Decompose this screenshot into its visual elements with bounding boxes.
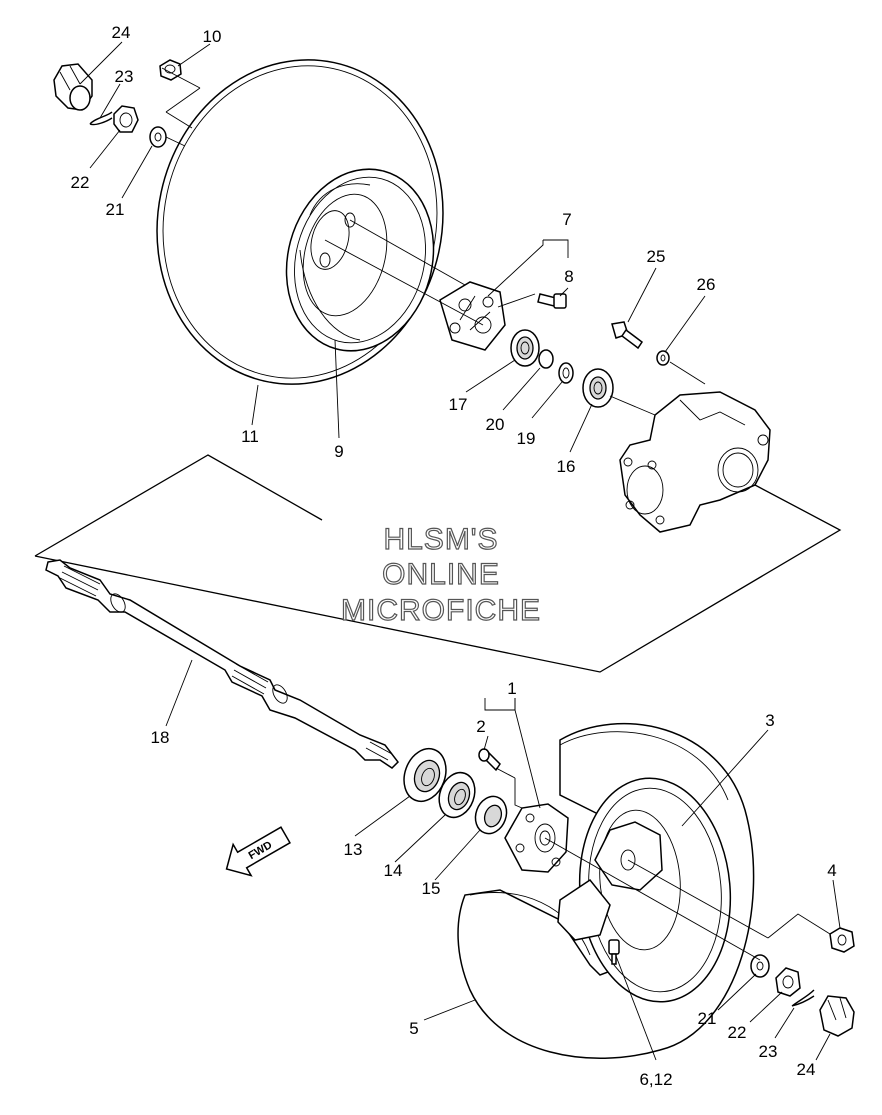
leader-lines xyxy=(79,41,841,1061)
top-nut-10 xyxy=(159,59,182,81)
callout-7: 7 xyxy=(562,210,571,229)
callout-24-bottom: 24 xyxy=(797,1060,816,1079)
callout-10: 10 xyxy=(203,27,222,46)
valve-stem-6-12 xyxy=(608,939,620,965)
callout-22-top: 22 xyxy=(71,173,90,192)
bottom-oil-seal-14 xyxy=(438,771,476,819)
top-bearing-17 xyxy=(510,329,540,367)
bottom-collar-15 xyxy=(474,795,508,835)
watermark: HLSM'S ONLINE MICROFICHE xyxy=(340,522,541,627)
callout-numbers: 24 10 23 22 21 11 9 7 8 25 26 17 20 19 1… xyxy=(71,23,837,1089)
callout-9: 9 xyxy=(334,442,343,461)
callout-19: 19 xyxy=(517,429,536,448)
watermark-line-1: HLSM'S xyxy=(383,523,498,556)
callout-21-bottom: 21 xyxy=(698,1009,717,1028)
bottom-nut-4 xyxy=(829,927,855,953)
top-wheel-hub xyxy=(439,281,506,351)
callout-20: 20 xyxy=(486,415,505,434)
top-bearing-16 xyxy=(582,368,614,408)
callout-22-bottom: 22 xyxy=(728,1023,747,1042)
callout-14: 14 xyxy=(384,861,403,880)
bottom-castle-nut-22 xyxy=(775,967,801,997)
bottom-washer-21 xyxy=(750,954,770,978)
callout-6-12: 6,12 xyxy=(639,1070,672,1089)
top-wheel-rim xyxy=(285,168,435,352)
callout-23-bottom: 23 xyxy=(759,1042,778,1061)
bottom-hub-bolt-2 xyxy=(478,748,501,772)
top-washer-21 xyxy=(149,126,167,148)
forward-direction-arrow: FWD xyxy=(225,826,291,877)
callout-18: 18 xyxy=(151,728,170,747)
bottom-wheel-hub-1 xyxy=(504,803,569,873)
callout-3: 3 xyxy=(765,711,774,730)
callout-26: 26 xyxy=(697,275,716,294)
housing-bolt-25 xyxy=(611,321,644,350)
bottom-bearing-13 xyxy=(403,747,447,803)
callout-16: 16 xyxy=(557,457,576,476)
callout-5: 5 xyxy=(409,1019,418,1038)
callout-17: 17 xyxy=(449,395,468,414)
callout-15: 15 xyxy=(422,879,441,898)
bottom-cotter-pin-23 xyxy=(791,989,815,1007)
callout-21-top: 21 xyxy=(106,200,125,219)
callout-13: 13 xyxy=(344,840,363,859)
top-cotter-pin-23 xyxy=(89,111,113,126)
rear-axle-shaft xyxy=(45,559,399,769)
watermark-line-3: MICROFICHE xyxy=(341,594,541,627)
rear-axle-housing xyxy=(619,391,771,533)
watermark-line-2: ONLINE xyxy=(382,558,500,591)
bottom-cap-24 xyxy=(819,995,855,1037)
axle-explode-bracket xyxy=(34,454,842,673)
top-circlip-20 xyxy=(538,349,554,369)
callout-1: 1 xyxy=(507,679,516,698)
housing-washer-26 xyxy=(656,350,670,366)
callout-2: 2 xyxy=(476,717,485,736)
callout-11: 11 xyxy=(241,427,259,446)
top-cap-24 xyxy=(53,63,93,111)
callout-8: 8 xyxy=(564,267,573,286)
callout-25: 25 xyxy=(647,247,666,266)
callout-4: 4 xyxy=(827,861,836,880)
bottom-explode-lines xyxy=(495,767,831,961)
top-castle-nut-22 xyxy=(113,105,139,133)
top-hub-bolt xyxy=(537,293,567,309)
callout-23-top: 23 xyxy=(115,67,134,86)
top-spacer-19 xyxy=(558,362,574,384)
callout-24-top: 24 xyxy=(112,23,131,42)
